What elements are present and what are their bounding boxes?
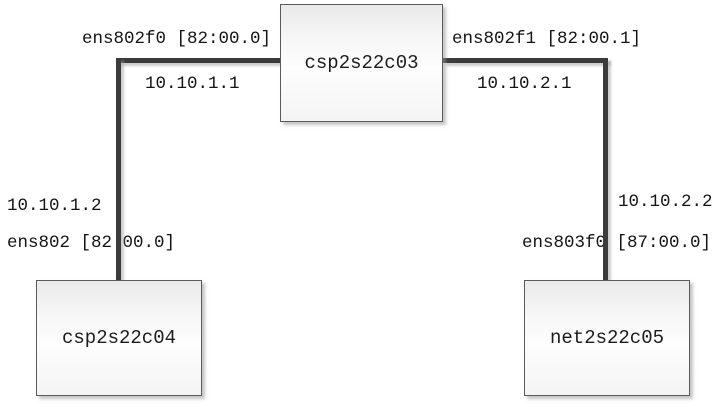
interface-label-ens802f0: ens802f0 [82:00.0] <box>82 29 272 49</box>
ip-label-10-10-2-2: 10.10.2.2 <box>618 192 713 212</box>
link-csp2s22c03-csp2s22c04-vertical-segment <box>116 58 121 282</box>
ip-label-10-10-1-2: 10.10.1.2 <box>7 196 102 216</box>
interface-label-ens802f1: ens802f1 [82:00.1] <box>452 29 642 49</box>
node-csp2s22c04-label: csp2s22c04 <box>61 327 177 349</box>
ip-label-10-10-2-1: 10.10.2.1 <box>477 74 572 94</box>
ip-label-10-10-1-1: 10.10.1.1 <box>145 74 240 94</box>
node-net2s22c05: net2s22c05 <box>524 280 690 396</box>
node-csp2s22c03: csp2s22c03 <box>280 4 443 122</box>
interface-label-ens802: ens802 [82:00.0] <box>7 233 176 253</box>
node-net2s22c05-label: net2s22c05 <box>549 327 665 349</box>
link-csp2s22c03-net2s22c05-horizontal-segment <box>443 58 608 63</box>
link-csp2s22c03-net2s22c05-vertical-segment <box>603 58 608 282</box>
link-csp2s22c03-csp2s22c04-horizontal-segment <box>116 58 280 63</box>
node-csp2s22c04: csp2s22c04 <box>36 280 202 396</box>
node-csp2s22c03-label: csp2s22c03 <box>304 52 419 74</box>
interface-label-ens803f0: ens803f0 [87:00.0] <box>522 233 712 253</box>
